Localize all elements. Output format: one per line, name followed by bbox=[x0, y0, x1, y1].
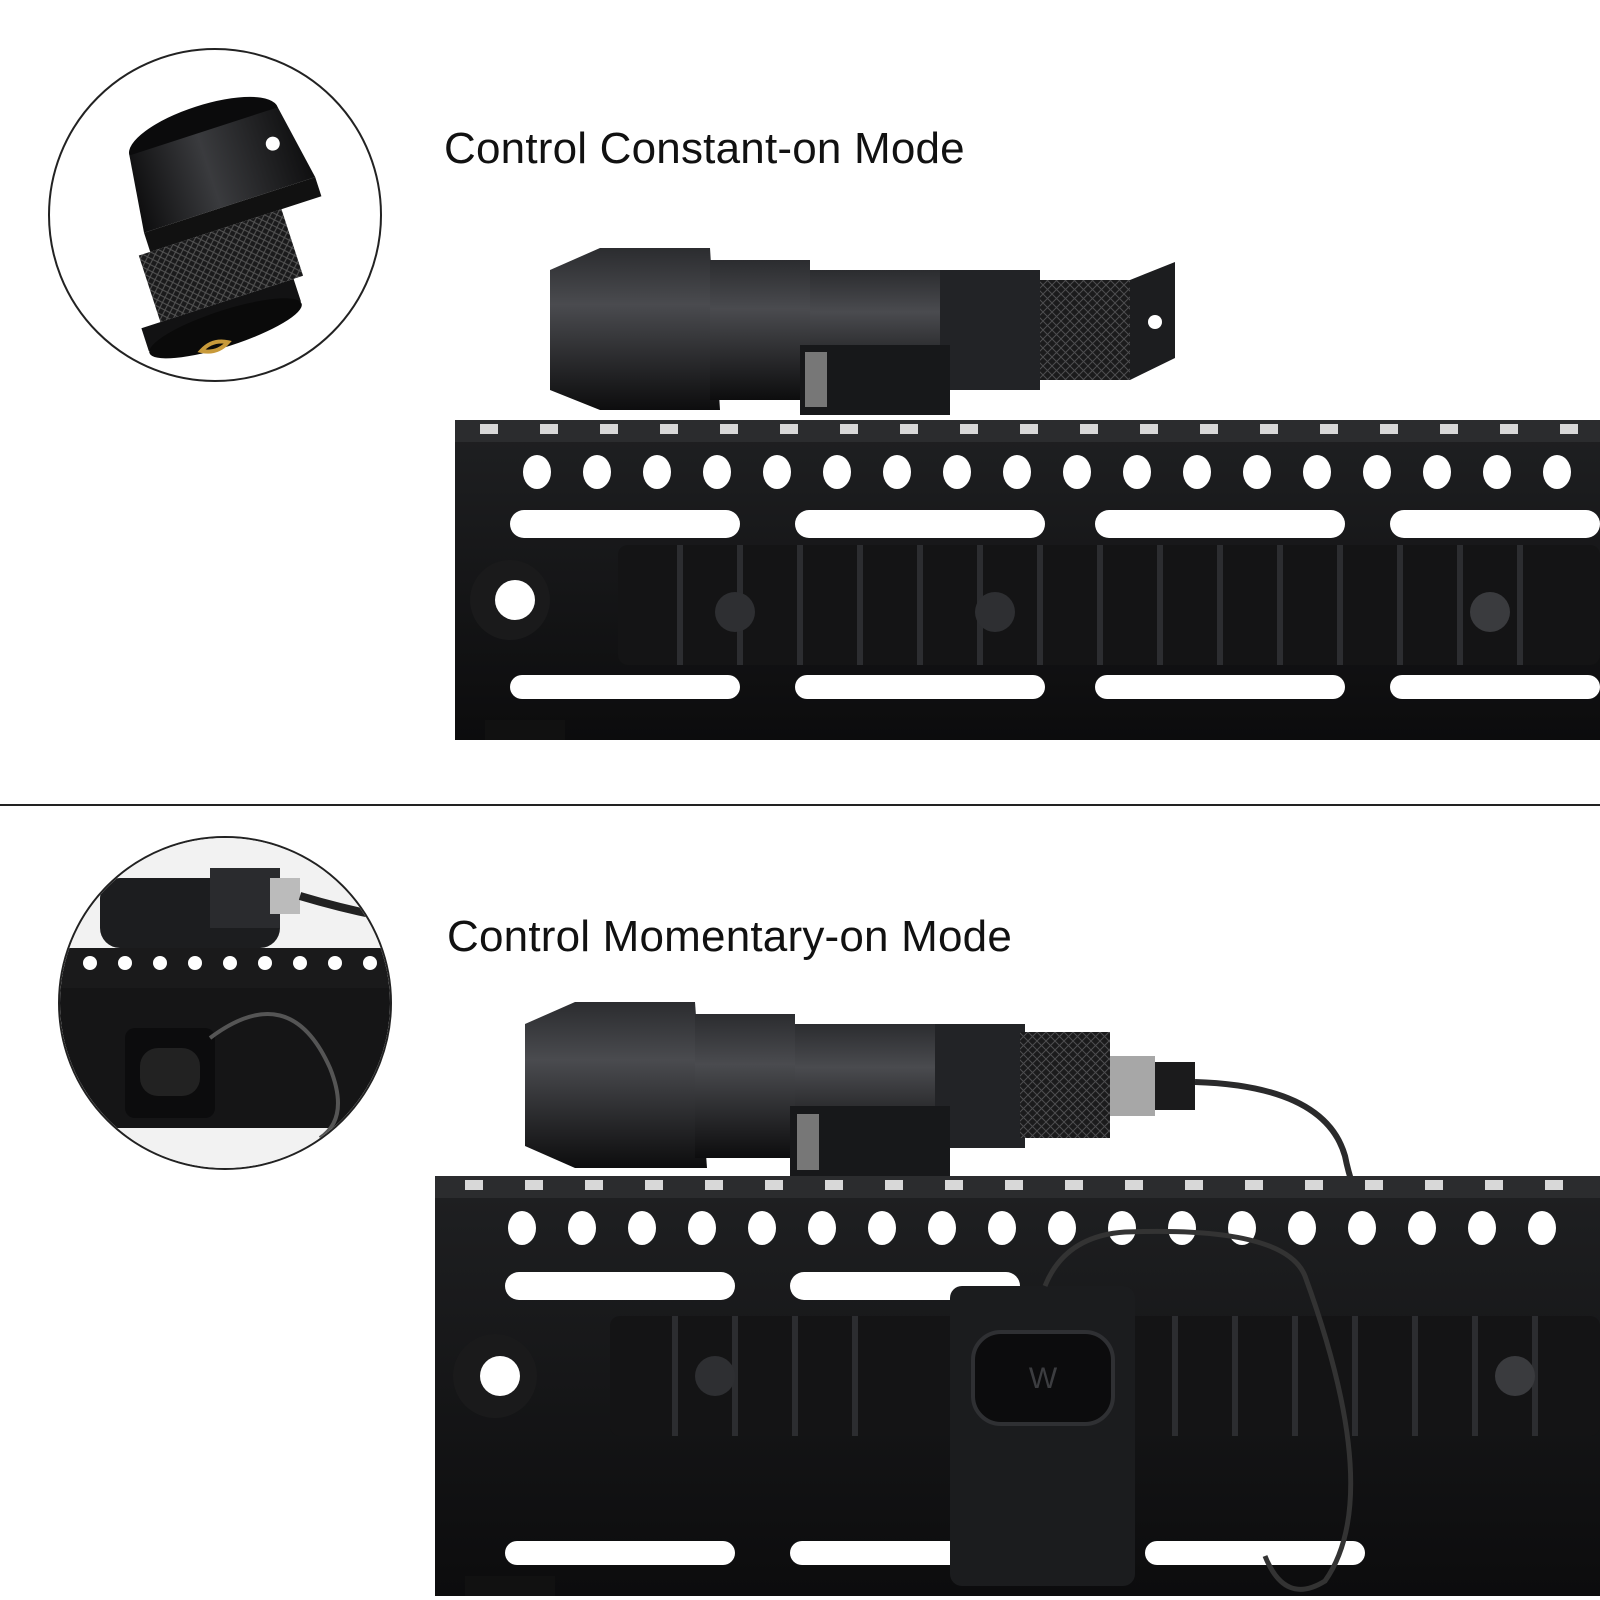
panel-divider bbox=[0, 804, 1600, 806]
constant-on-caption: Control Constant-on Mode bbox=[444, 124, 965, 173]
handguard-rail bbox=[455, 420, 1600, 740]
svg-text:W: W bbox=[1029, 1362, 1058, 1395]
momentary-on-panel: Control Momentary-on Mode bbox=[0, 806, 1600, 1600]
pressure-switch-inset bbox=[58, 836, 392, 1170]
pressure-switch: W bbox=[950, 1286, 1135, 1586]
handguard-rail: W bbox=[435, 1176, 1600, 1596]
rail-flashlight-top bbox=[440, 240, 1600, 760]
tailcap-inset bbox=[48, 48, 382, 382]
pressure-switch-closeup-icon bbox=[60, 838, 390, 1168]
flashlight-body bbox=[525, 1002, 1457, 1299]
rail-flashlight-bottom: W bbox=[425, 996, 1600, 1596]
tailcap-spring-icon bbox=[129, 96, 322, 359]
constant-on-panel: Control Constant-on Mode bbox=[48, 48, 1600, 760]
momentary-on-caption: Control Momentary-on Mode bbox=[447, 912, 1013, 961]
flashlight-body bbox=[550, 248, 1175, 415]
